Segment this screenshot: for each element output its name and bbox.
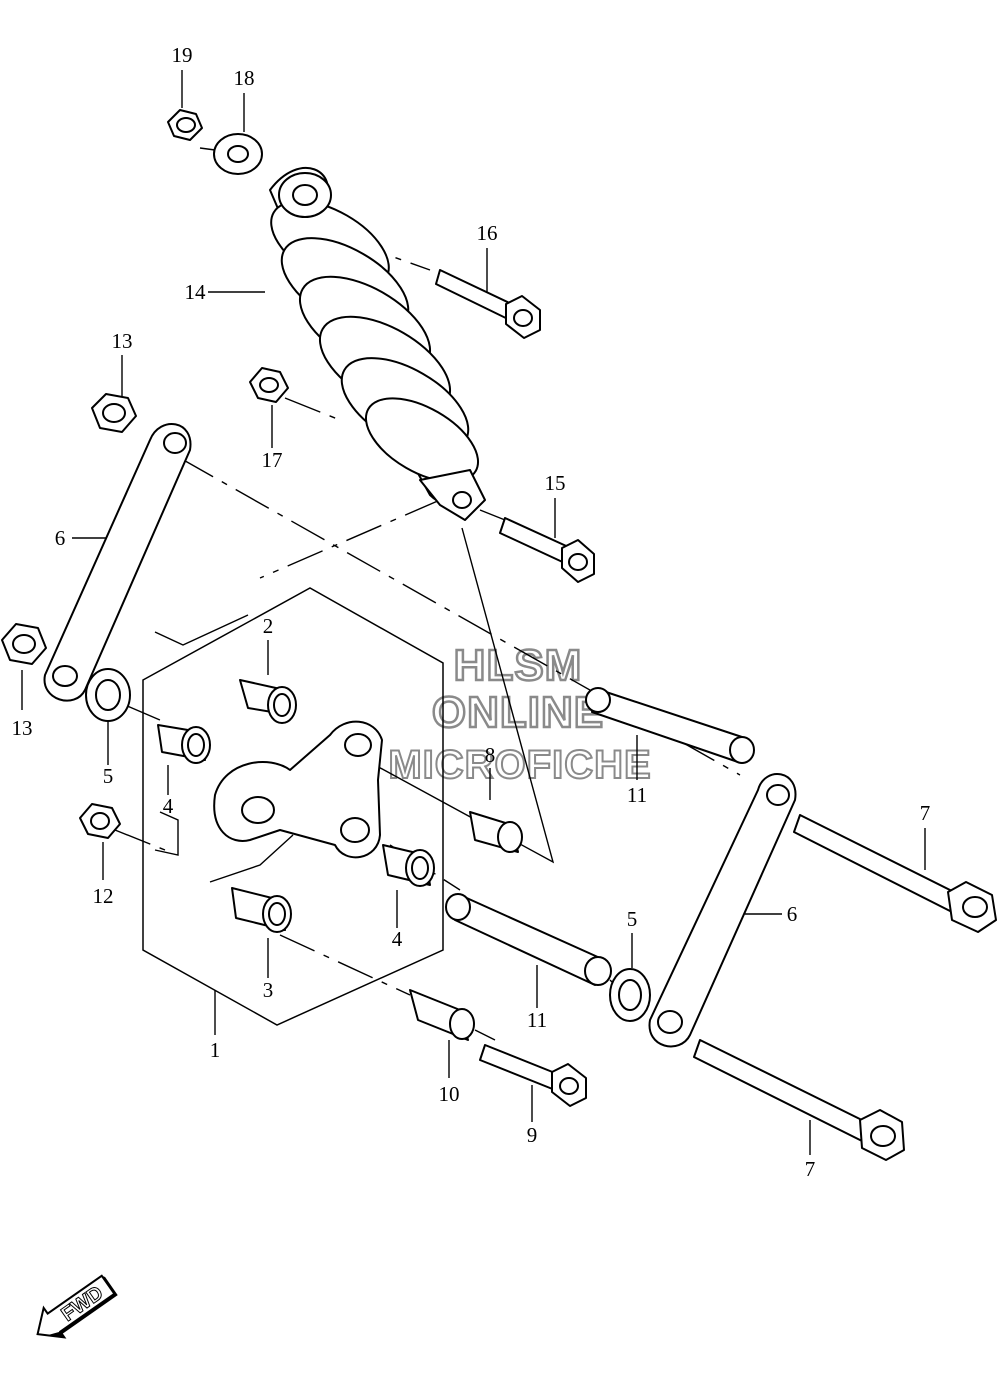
collar-8 <box>469 811 523 853</box>
bolt-16 <box>435 269 541 339</box>
callout-19: 19 <box>172 43 193 67</box>
callout-7-upper: 7 <box>920 801 931 825</box>
bolt-7-upper <box>793 814 997 933</box>
callout-13-upper: 13 <box>112 329 133 353</box>
shock-absorber-14 <box>269 166 486 521</box>
watermark-line-3: MICROFICHE <box>388 743 651 787</box>
callout-1: 1 <box>210 1038 221 1062</box>
callout-2: 2 <box>263 614 274 638</box>
bearing-2 <box>239 679 297 724</box>
nut-19 <box>167 109 203 141</box>
nut-12 <box>79 803 121 839</box>
watermark: HLSM ONLINE MICROFICHE <box>387 640 651 788</box>
assembly-group-outline <box>142 587 444 1026</box>
callout-14: 14 <box>185 280 207 304</box>
callout-labels: 19 18 16 14 13 17 15 6 2 13 5 4 8 11 7 1… <box>12 43 931 1181</box>
callout-16: 16 <box>477 221 498 245</box>
callout-17: 17 <box>262 448 283 472</box>
watermark-line-2: ONLINE <box>432 688 604 737</box>
callout-5-left: 5 <box>103 764 114 788</box>
spacer-11-lower <box>445 893 612 986</box>
nut-17 <box>249 367 289 403</box>
bearing-4-left <box>157 724 211 764</box>
callout-12: 12 <box>93 884 114 908</box>
center-lines <box>114 147 741 1041</box>
link-rod-6-left <box>43 423 192 702</box>
link-rod-6-right <box>648 773 797 1048</box>
washer-18 <box>213 133 263 175</box>
bolt-9 <box>479 1044 587 1107</box>
bearing-4-right <box>382 844 435 887</box>
callout-9: 9 <box>527 1123 538 1147</box>
watermark-line-1: HLSM <box>454 641 583 690</box>
spacer-11-upper <box>585 687 755 764</box>
callout-15: 15 <box>545 471 566 495</box>
forward-direction-arrow: FWD <box>36 1274 118 1339</box>
callout-8: 8 <box>485 743 496 767</box>
bearing-3 <box>231 887 292 933</box>
callout-6-right: 6 <box>787 902 798 926</box>
callout-3: 3 <box>263 978 274 1002</box>
callout-4-right: 4 <box>392 927 403 951</box>
callout-6-left: 6 <box>55 526 66 550</box>
nut-13-lower <box>1 623 47 665</box>
callout-11-upper: 11 <box>627 783 647 807</box>
collar-5-left <box>85 668 131 722</box>
callout-13-lower: 13 <box>12 716 33 740</box>
callout-18: 18 <box>234 66 255 90</box>
collar-5-right <box>609 968 651 1022</box>
cushion-lever-1 <box>213 720 383 859</box>
nut-13-upper <box>91 393 137 433</box>
leader-lines <box>21 70 926 1155</box>
callout-11-lower: 11 <box>527 1008 547 1032</box>
bolt-15 <box>499 517 595 583</box>
bolt-7-lower <box>693 1039 905 1161</box>
callout-7-lower: 7 <box>805 1157 816 1181</box>
callout-4-left: 4 <box>163 794 174 818</box>
callout-5-right: 5 <box>627 907 638 931</box>
callout-10: 10 <box>439 1082 460 1106</box>
collar-10 <box>409 989 475 1041</box>
